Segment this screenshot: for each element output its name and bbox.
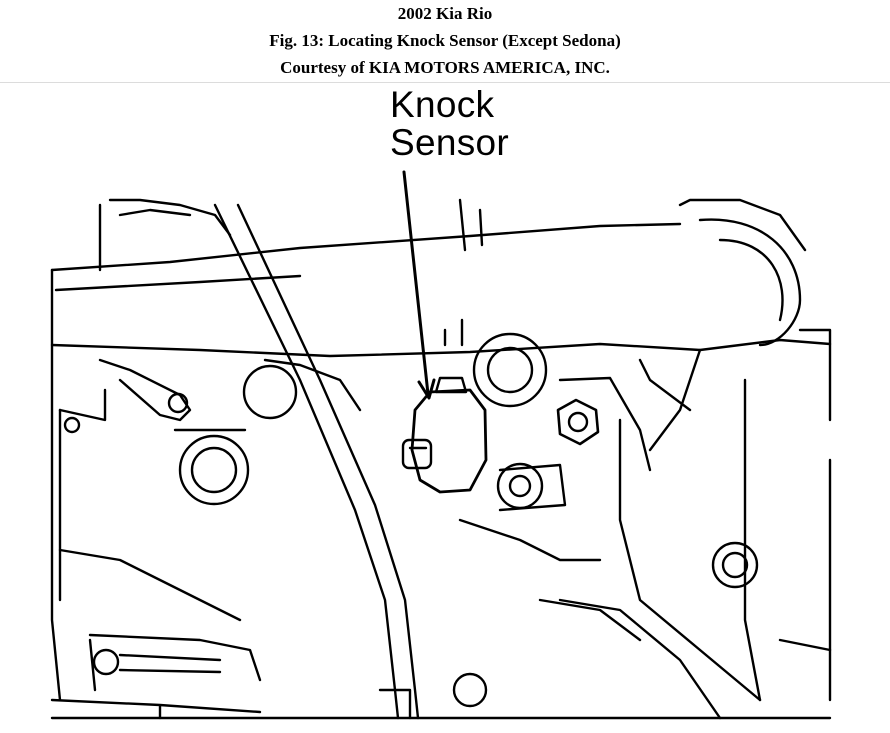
callout-line-2: Sensor (390, 122, 510, 163)
engine-line-drawing (50, 170, 832, 720)
figure-caption: Fig. 13: Locating Knock Sensor (Except S… (269, 31, 621, 50)
engine-block (50, 198, 832, 720)
vehicle-title: 2002 Kia Rio (397, 4, 493, 23)
callout-arrow (402, 170, 436, 400)
callout-line-1: Knock (390, 84, 495, 125)
knock-sensor-callout: Knock Sensor (390, 86, 509, 162)
courtesy-line: Courtesy of KIA MOTORS AMERICA, INC. (280, 58, 610, 77)
figure-header: 2002 Kia Rio Fig. 13: Locating Knock Sen… (0, 0, 890, 81)
header-divider (0, 82, 890, 83)
